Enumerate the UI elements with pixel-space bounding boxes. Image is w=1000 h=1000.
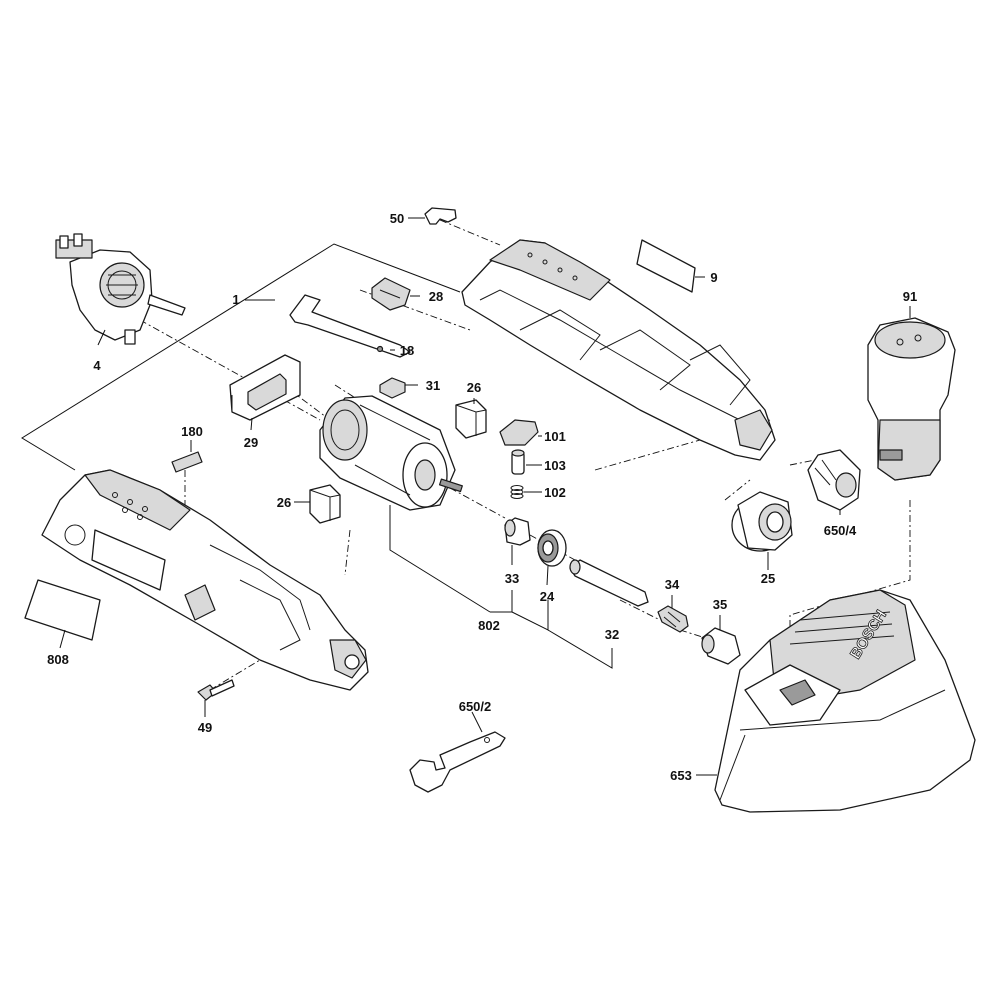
assembly-bracket-1 bbox=[21, 243, 461, 471]
switch-frame-part bbox=[229, 354, 301, 421]
callout-26-upper: 26 bbox=[467, 380, 481, 395]
callout-653: 653 bbox=[670, 768, 692, 783]
bearing-part bbox=[537, 529, 567, 567]
charger-part: BOSCH bbox=[714, 589, 976, 813]
screw-part bbox=[197, 679, 235, 701]
right-housing-half bbox=[461, 239, 776, 461]
callout-9: 9 bbox=[710, 270, 717, 285]
spring-clip-part bbox=[371, 277, 411, 311]
callout-31: 31 bbox=[426, 378, 440, 393]
callout-26-lower: 26 bbox=[277, 495, 291, 510]
callout-28: 28 bbox=[429, 289, 443, 304]
nose-cap-part bbox=[731, 491, 793, 552]
slider-block-part bbox=[379, 377, 406, 399]
rating-label-part bbox=[24, 579, 101, 641]
nose-piece-part bbox=[807, 449, 861, 511]
callout-102: 102 bbox=[544, 485, 566, 500]
switch-rod-part bbox=[289, 294, 411, 358]
callout-50: 50 bbox=[390, 211, 404, 226]
wrench-part bbox=[409, 731, 506, 793]
spring-part bbox=[510, 485, 524, 499]
callout-650-2: 650/2 bbox=[459, 699, 492, 714]
callout-34: 34 bbox=[665, 577, 680, 592]
callout-32: 32 bbox=[605, 627, 619, 642]
callout-808: 808 bbox=[47, 652, 69, 667]
battery-part bbox=[867, 317, 956, 481]
callout-4: 4 bbox=[93, 358, 101, 373]
collet-part bbox=[657, 605, 689, 633]
retaining-clip-part bbox=[424, 207, 457, 225]
bushing-part bbox=[504, 517, 531, 546]
info-label-part bbox=[171, 451, 203, 473]
callout-802: 802 bbox=[478, 618, 500, 633]
lock-pin-part bbox=[511, 449, 525, 475]
callout-25: 25 bbox=[761, 571, 775, 586]
callout-labels: 1 4 9 18 28 31 26 26 29 180 101 103 102 … bbox=[47, 211, 917, 783]
carbon-brush-upper bbox=[455, 399, 487, 439]
lock-button-part bbox=[499, 419, 539, 446]
callout-24: 24 bbox=[540, 589, 555, 604]
callout-101: 101 bbox=[544, 429, 566, 444]
callout-103: 103 bbox=[544, 458, 566, 473]
motor-part bbox=[319, 395, 463, 511]
callout-91: 91 bbox=[903, 289, 917, 304]
switch-module-part bbox=[55, 233, 186, 345]
spindle-part bbox=[569, 559, 649, 607]
callout-49: 49 bbox=[198, 720, 212, 735]
callout-1: 1 bbox=[232, 292, 239, 307]
left-housing-half bbox=[41, 469, 369, 691]
callout-180: 180 bbox=[181, 424, 203, 439]
callout-650-4: 650/4 bbox=[824, 523, 857, 538]
carbon-brush-lower bbox=[309, 484, 341, 524]
callout-18: 18 bbox=[400, 343, 414, 358]
callout-35: 35 bbox=[713, 597, 727, 612]
leader-lines bbox=[59, 217, 911, 776]
collet-nut-part bbox=[701, 627, 741, 665]
nameplate-label-part bbox=[636, 239, 696, 293]
callout-29: 29 bbox=[244, 435, 258, 450]
callout-33: 33 bbox=[505, 571, 519, 586]
